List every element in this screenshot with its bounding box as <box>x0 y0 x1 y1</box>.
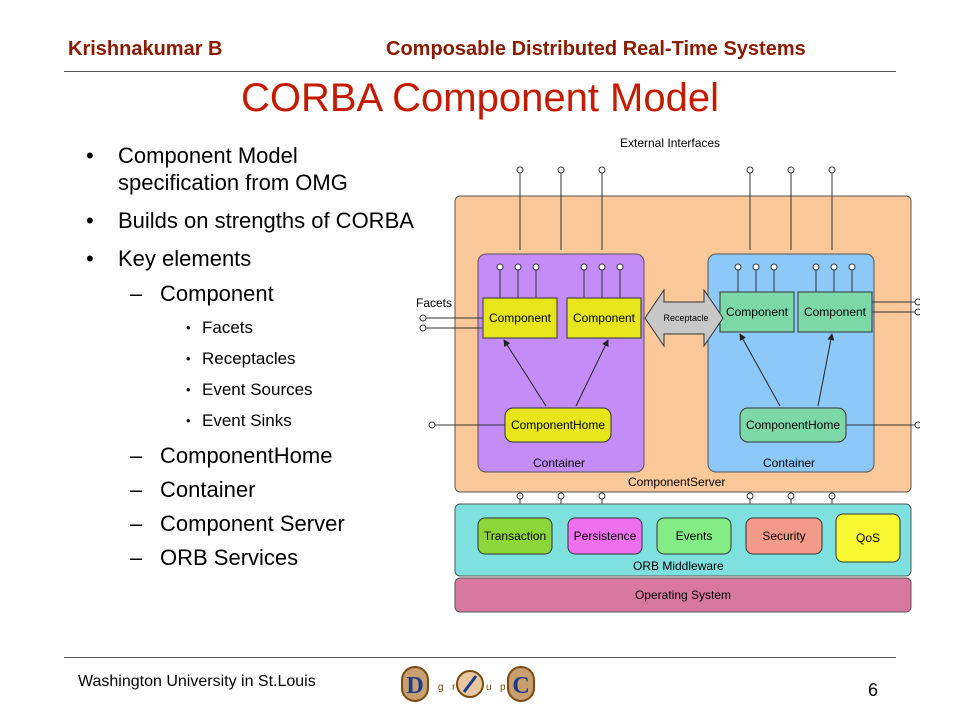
service-persistence <box>567 517 643 555</box>
bullet-item: •Component Model specification from OMG <box>86 143 348 195</box>
left-component-ports <box>496 263 624 298</box>
bullet-item: •Builds on strengths of CORBA <box>86 208 414 233</box>
page-number: 6 <box>868 680 879 700</box>
svg-text:C: C <box>512 673 529 699</box>
service-qos-label: QoS <box>856 531 880 545</box>
left-component-home-label: ComponentHome <box>511 418 605 432</box>
right-component-ports <box>734 263 856 292</box>
sub-sub-bullet: •Event Sinks <box>186 411 292 430</box>
sub-sub-bullet: •Facets <box>186 318 254 337</box>
header-divider <box>64 71 896 72</box>
left-component-2 <box>566 297 642 339</box>
sub-sub-bullet: •Event Sources <box>186 380 313 399</box>
server-orb-ports <box>516 492 836 504</box>
sub-bullet: –ComponentHome <box>130 443 333 468</box>
orb-middleware-label: ORB Middleware <box>633 559 724 573</box>
footer-institution: Washington University in St.Louis <box>78 673 316 690</box>
operating-system-box <box>454 577 912 613</box>
right-component-2 <box>797 291 873 333</box>
svg-text:g: g <box>438 682 444 693</box>
sub-bullet: –Component Server <box>130 511 345 536</box>
facet-ports-right <box>872 298 920 316</box>
service-persistence-label: Persistence <box>574 529 637 543</box>
bullet-item: •Key elements <box>86 246 252 271</box>
service-security-label: Security <box>762 529 805 543</box>
right-component-2-label: Component <box>804 305 867 319</box>
service-transaction-label: Transaction <box>484 529 546 543</box>
receptacle-arrow <box>644 288 724 348</box>
service-qos <box>835 513 901 563</box>
svg-text:p: p <box>500 682 506 693</box>
footer-divider <box>64 657 896 658</box>
ccm-architecture-diagram: External Interfaces ComponentServer Cont… <box>416 136 920 613</box>
receptacle-label: Receptacle <box>663 313 708 323</box>
bullet-list: •Component Model specification from OMG … <box>82 142 422 578</box>
external-ports-left <box>516 166 606 250</box>
external-ports-right <box>746 166 836 250</box>
operating-system-label: Operating System <box>635 588 731 602</box>
header-author: Krishnakumar B <box>68 38 223 60</box>
sub-bullet: –ORB Services <box>130 545 299 570</box>
right-component-home-label: ComponentHome <box>746 418 840 432</box>
slide-title: CORBA Component Model <box>240 76 719 120</box>
service-transaction <box>477 517 553 555</box>
doc-group-logo: D g r u p C <box>401 666 535 702</box>
sub-bullet-component: –Component <box>130 281 274 306</box>
component-server-label: ComponentServer <box>628 475 725 489</box>
home-arrows <box>503 333 835 407</box>
facets-label: Facets <box>416 296 452 310</box>
right-component-1 <box>719 291 795 333</box>
right-component-1-label: Component <box>726 305 789 319</box>
facet-ports-left <box>419 314 483 332</box>
service-events <box>656 517 732 555</box>
sub-bullet: –Container <box>130 477 256 502</box>
left-component-1-label: Component <box>489 311 552 325</box>
header-course: Composable Distributed Real-Time Systems <box>386 38 806 60</box>
svg-text:r: r <box>452 682 456 693</box>
service-events-label: Events <box>676 529 713 543</box>
right-container-label: Container <box>763 456 815 470</box>
service-security <box>745 517 823 555</box>
svg-text:u: u <box>486 682 492 693</box>
left-component-2-label: Component <box>573 311 636 325</box>
external-interfaces-label: External Interfaces <box>620 136 720 150</box>
svg-text:D: D <box>406 673 423 699</box>
left-container-label: Container <box>533 456 585 470</box>
sub-sub-bullet: •Receptacles <box>186 349 296 368</box>
home-ports <box>428 421 920 429</box>
